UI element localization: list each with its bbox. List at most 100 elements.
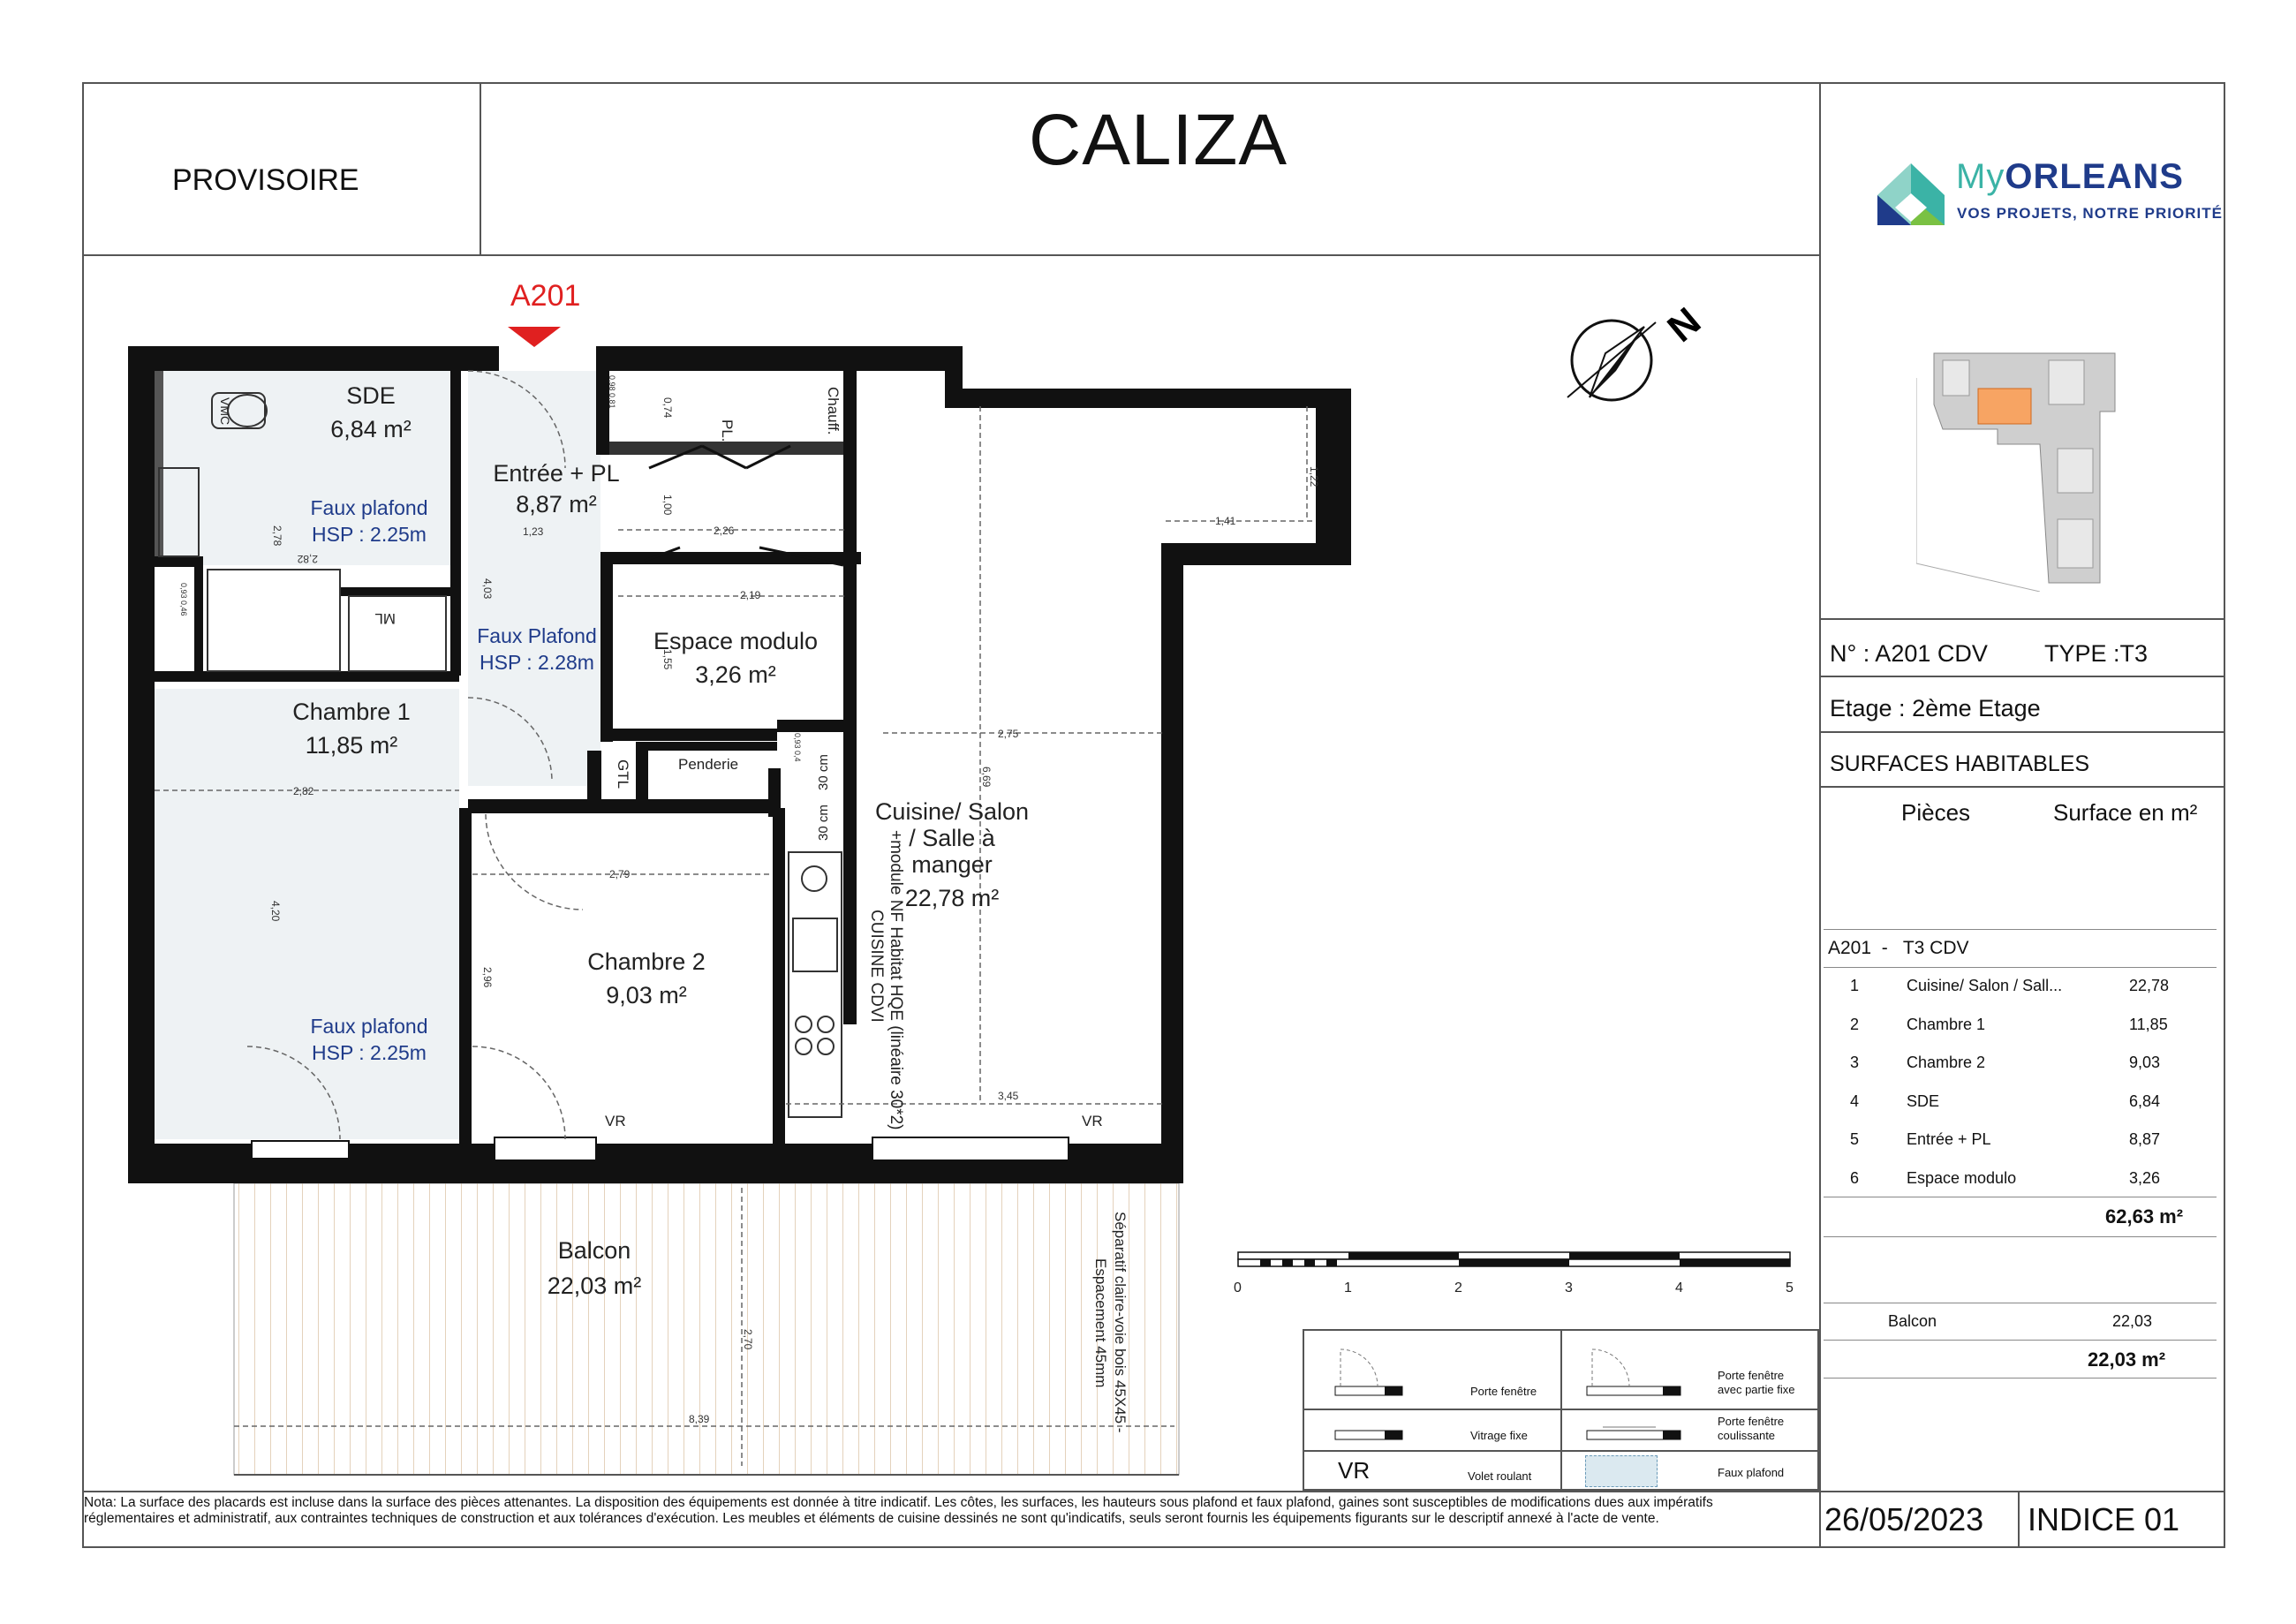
room-chambre1-area: 11,85 m²: [306, 732, 398, 759]
dim-279: 2,79: [609, 868, 631, 880]
room-entree-name: Entrée + PL: [493, 460, 619, 487]
surfaces-title: SURFACES HABITABLES: [1830, 752, 2090, 776]
footer-line: [1819, 1491, 2225, 1492]
room-number: 2: [1850, 1015, 1860, 1033]
porte-fenetre-coulissante-icon: [1586, 1426, 1681, 1440]
scale-label: 0: [1234, 1280, 1242, 1295]
sheet-frame: [82, 82, 2225, 1548]
dim-155: 1,55: [661, 649, 674, 670]
fixtures: [158, 392, 842, 1118]
label-gtl: GTL: [615, 759, 631, 789]
ceiling-ch1-2: HSP : 2.25m: [312, 1041, 427, 1064]
porte-fenetre-icon: [1334, 1348, 1403, 1396]
dim-282a: 2,82: [297, 553, 318, 565]
ceiling-entree-1: Faux Plafond: [477, 624, 597, 647]
legend-porte-fenetre-fixe-2: avec partie fixe: [1718, 1383, 1795, 1396]
ceiling-ch1-1: Faux plafond: [311, 1015, 428, 1038]
dim-141: 1,41: [1215, 515, 1236, 527]
legend-porte-fenetre-coul-2: coulissante: [1718, 1429, 1776, 1442]
room-modulo-area: 3,26 m²: [695, 661, 776, 688]
room-balcon-area: 22,03 m²: [548, 1273, 642, 1299]
label-30cm-a: 30 cm: [816, 754, 831, 790]
header-split: [480, 82, 481, 254]
room-name: SDE: [1907, 1091, 1940, 1110]
vitrage-fixe-icon: [1334, 1430, 1403, 1440]
scale-label: 2: [1454, 1280, 1462, 1295]
door-leaves: [644, 444, 844, 567]
label-30cm-b: 30 cm: [816, 804, 831, 841]
disclaimer-note: Nota: La surface des placards est inclus…: [84, 1495, 1713, 1526]
room-number: 4: [1850, 1091, 1860, 1110]
label-cuisine-note-1: CUISINE CDVI: [867, 910, 886, 1023]
room-name: Cuisine/ Salon / Sall...: [1907, 977, 2063, 994]
door-swings: [155, 370, 1316, 1466]
logo-tagline: VOS PROJETS, NOTRE PRIORITÉ: [1957, 205, 2223, 222]
dimension-labels: 2,78 2,82 1,23 4,03 1,00 2,26 2,19 1,55 …: [179, 375, 1320, 1425]
dim-074: 0,74: [661, 397, 674, 419]
apartment-floor: Etage : 2ème Etage: [1830, 695, 2041, 721]
row-line: [1819, 676, 2225, 677]
entry-marker-label: A201: [510, 279, 580, 313]
plan-small-labels: PL. Chauff. Penderie GTL ML VMC VR VR CU…: [218, 387, 1129, 1432]
room-cuisine-name-3: manger: [911, 851, 993, 878]
room-chambre2-name: Chambre 2: [587, 948, 706, 975]
legend-porte-fenetre-fixe-1: Porte fenêtre: [1718, 1369, 1785, 1382]
room-name: Espace modulo: [1907, 1168, 2017, 1187]
row-line: [1819, 786, 2225, 788]
scale-bar: [1237, 1251, 1791, 1267]
row-line: [1824, 1378, 2217, 1379]
dim-839: 8,39: [689, 1413, 710, 1425]
room-area: 11,85: [2129, 1015, 2168, 1033]
status-label: PROVISOIRE: [172, 163, 359, 197]
row-line: [1824, 929, 2217, 930]
label-vmc: VMC: [218, 397, 232, 425]
scale-label: 5: [1786, 1280, 1794, 1295]
total-surface: 62,63 m²: [2105, 1205, 2184, 1227]
north-arrow-icon: [1567, 319, 1657, 402]
dim-669: 6,69: [980, 767, 993, 788]
plan-indice: INDICE 01: [2028, 1501, 2180, 1537]
porte-fenetre-fixe-icon: [1586, 1348, 1681, 1396]
apartment-type: TYPE :T3: [2044, 640, 2149, 667]
logo-house-icon: [1877, 163, 1945, 225]
legend-faux-plafond: Faux plafond: [1718, 1466, 1785, 1479]
label-cuisine-note-2: +module NF Habitat HQE (linéaire 30*2): [887, 830, 905, 1130]
dim-123: 1,23: [523, 525, 544, 538]
scale-label: 3: [1565, 1280, 1573, 1295]
ceiling-notes: Faux plafond HSP : 2.25m Faux Plafond HS…: [311, 496, 597, 1064]
balcony-total: 22,03 m²: [2088, 1348, 2166, 1371]
room-area: 6,84: [2129, 1091, 2161, 1110]
row-line: [1824, 1236, 2217, 1237]
room-sde-name: SDE: [346, 382, 396, 409]
col-surface: Surface en m²: [2053, 799, 2198, 826]
room-chambre2-area: 9,03 m²: [606, 982, 687, 1008]
dim-403: 4,03: [481, 578, 494, 600]
label-ml: ML: [374, 610, 396, 627]
logo-name: MyORLEANS: [1956, 157, 2184, 196]
label-pl: PL.: [719, 419, 736, 442]
room-name: Entrée + PL: [1907, 1130, 1991, 1148]
dim-0981: 0,98 0,81: [608, 375, 616, 409]
row-line: [1824, 967, 2217, 968]
room-number: 5: [1850, 1130, 1860, 1148]
room-cuisine-area: 22,78 m²: [905, 885, 1000, 911]
room-entree-area: 8,87 m²: [516, 491, 597, 517]
label-chauff: Chauff.: [825, 387, 842, 435]
plan-date: 26/05/2023: [1824, 1501, 1984, 1537]
label-vr-2: VR: [1082, 1113, 1103, 1129]
room-area: 8,87: [2129, 1130, 2161, 1148]
label-separatif-2: Espacement 45mm: [1092, 1258, 1109, 1387]
legend-vitrage-fixe: Vitrage fixe: [1470, 1429, 1528, 1442]
dim-278: 2,78: [271, 525, 283, 547]
dim-345: 3,45: [998, 1090, 1019, 1102]
entry-marker-icon: [508, 327, 561, 347]
room-balcon-name: Balcon: [558, 1237, 631, 1264]
project-title: CALIZA: [1029, 100, 1288, 180]
room-cuisine-name-2: / Salle à: [909, 825, 996, 851]
walls: [128, 346, 1351, 1183]
scale-label: 1: [1344, 1280, 1352, 1295]
chambre1-ceiling-zone: [155, 689, 459, 1139]
dim-282b: 2,82: [293, 785, 314, 797]
dim-100: 1,00: [661, 495, 674, 516]
lot-label: A201 - T3 CDV: [1828, 938, 1969, 958]
